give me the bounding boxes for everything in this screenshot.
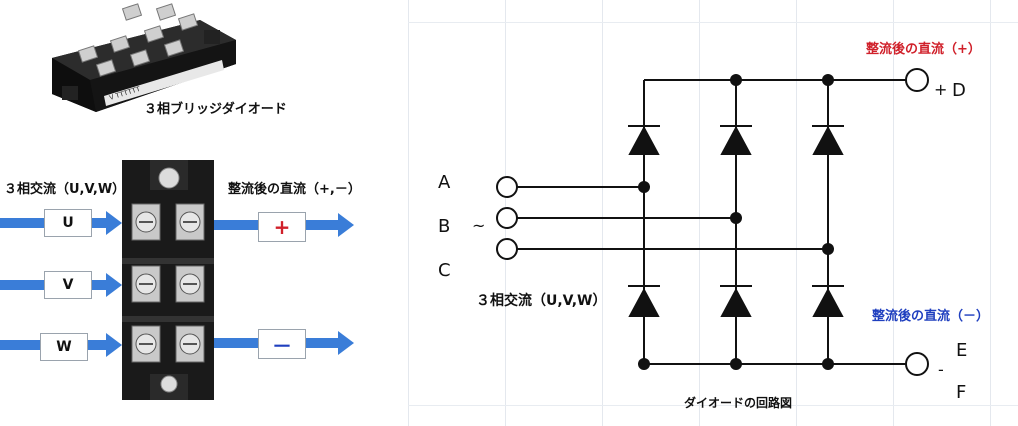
ac-tilde: ~ <box>472 216 486 235</box>
gridline <box>408 405 1018 406</box>
minus-terminal-sign: - <box>938 360 944 379</box>
phase-label-v: V <box>44 271 92 299</box>
circuit-title: ダイオードの回路図 <box>684 396 793 410</box>
gridline <box>796 0 797 426</box>
plus-terminal-letter: D <box>952 80 966 101</box>
gridline <box>602 0 603 426</box>
circuit-plus-caption: 整流後の直流（+） <box>866 42 981 57</box>
circuit-minus-caption: 整流後の直流（－） <box>872 309 990 324</box>
phase-label-w: W <box>40 333 88 361</box>
ac-input-title: ３相交流（U,V,W） <box>4 182 126 197</box>
gridline <box>408 22 1018 23</box>
bridge-diode-module-image: V TTTTTT <box>52 3 236 112</box>
dc-output-title: 整流後の直流（+,－） <box>228 182 361 197</box>
dc-minus-label: － <box>258 329 306 359</box>
input-b-label: B <box>438 216 451 237</box>
minus-terminal-letter-e: E <box>956 340 968 361</box>
input-c-label: C <box>438 260 451 281</box>
input-a-label: A <box>438 172 451 193</box>
gridline <box>990 0 991 426</box>
grid-divider <box>408 0 409 426</box>
module-caption: ３相ブリッジダイオード <box>144 102 287 117</box>
circuit-input-caption: ３相交流（U,V,W） <box>476 293 607 309</box>
gridline <box>699 0 700 426</box>
gridline <box>893 0 894 426</box>
plus-terminal-sign: + <box>934 80 948 99</box>
phase-label-u: U <box>44 209 92 237</box>
minus-terminal-letter-f: F <box>956 382 967 403</box>
dc-plus-label: + <box>258 212 306 242</box>
